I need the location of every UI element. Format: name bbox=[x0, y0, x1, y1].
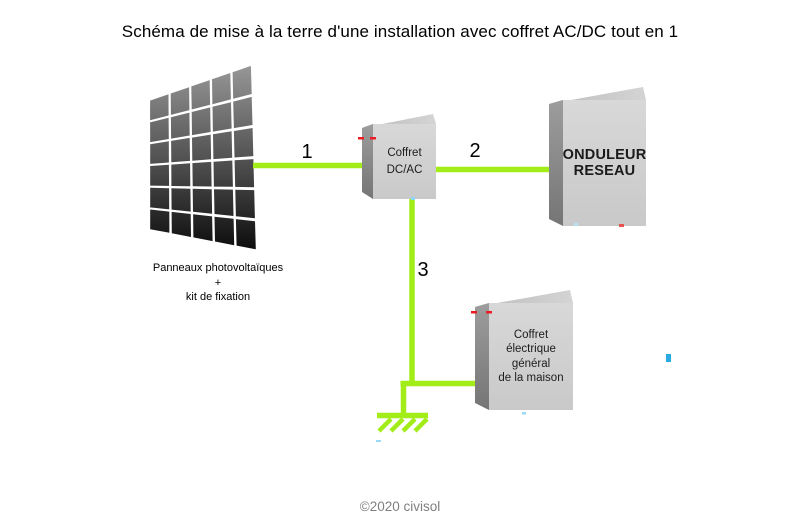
box-side-face bbox=[475, 303, 489, 410]
panel-cell bbox=[214, 189, 234, 216]
coffret-general-label-line: électrique bbox=[506, 343, 556, 355]
panel-cell bbox=[193, 214, 213, 242]
onduleur-label-line: ONDULEUR bbox=[562, 147, 647, 163]
blue-mark bbox=[666, 354, 671, 362]
wire-label-2: 2 bbox=[469, 140, 481, 162]
onduleur-reseau-box bbox=[549, 87, 646, 226]
panel-cell bbox=[235, 219, 256, 250]
coffret-general-label-line: Coffret bbox=[513, 328, 549, 341]
panel-caption-line: Panneaux photovoltaïques bbox=[152, 262, 284, 274]
ground-hatch-2 bbox=[389, 417, 405, 433]
wire-label-1: 1 bbox=[301, 141, 313, 163]
panel-cell bbox=[213, 160, 233, 187]
stray-marks bbox=[358, 137, 671, 442]
panel-cell bbox=[191, 107, 211, 136]
copyright-text: ©2020 civisol bbox=[359, 499, 441, 514]
box-top-face bbox=[362, 114, 436, 128]
panel-cell bbox=[235, 189, 255, 219]
panel-cell bbox=[170, 87, 190, 115]
blue-mark bbox=[522, 412, 526, 415]
panel-cell bbox=[212, 102, 232, 132]
ground-wires bbox=[253, 162, 553, 414]
onduleur-label-line: RESEAU bbox=[573, 163, 636, 179]
panel-cell bbox=[171, 137, 190, 163]
panel-caption-line: kit de fixation bbox=[185, 291, 251, 303]
earth-ground-symbol bbox=[377, 412, 429, 433]
red-mark bbox=[370, 137, 376, 140]
red-mark bbox=[358, 137, 364, 140]
coffret-general-label-line: de la maison bbox=[498, 372, 564, 384]
coffret-dcac-label-line: Coffret bbox=[387, 146, 422, 159]
box-top-face bbox=[549, 87, 646, 104]
panel-cell bbox=[212, 73, 231, 105]
blue-mark bbox=[574, 223, 578, 226]
panel-cell bbox=[192, 188, 213, 214]
panel-cell bbox=[150, 164, 170, 186]
panel-cell bbox=[171, 163, 191, 187]
solar-panel bbox=[150, 65, 256, 250]
coffret-general-label: Coffret électrique général de la maison bbox=[489, 303, 573, 410]
box-top-face bbox=[475, 290, 573, 307]
panel-cell bbox=[150, 117, 169, 143]
wire-label-3: 3 bbox=[417, 259, 429, 281]
panel-cell bbox=[171, 188, 191, 212]
panel-cell bbox=[150, 141, 169, 164]
box-side-face bbox=[362, 124, 373, 199]
red-mark bbox=[486, 311, 492, 314]
box-front-face bbox=[373, 124, 436, 199]
ground-hatch-3 bbox=[401, 417, 417, 433]
panel-cell bbox=[232, 65, 252, 99]
panel-cell bbox=[233, 96, 253, 129]
panel-cell bbox=[170, 112, 190, 139]
diagram-title: Schéma de mise à la terre d'une installa… bbox=[121, 22, 679, 41]
panel-cell bbox=[192, 134, 212, 161]
box-front-face bbox=[489, 303, 573, 410]
coffret-dcac-box bbox=[362, 114, 436, 199]
box-front-face bbox=[563, 100, 646, 226]
panel-cell bbox=[234, 159, 255, 188]
panel-cell bbox=[192, 161, 212, 187]
panel-cell bbox=[150, 94, 169, 121]
coffret-general-label-line: général bbox=[511, 357, 551, 370]
panel-caption: Panneaux photovoltaïques + kit de fixati… bbox=[118, 261, 318, 305]
panel-cell bbox=[171, 211, 191, 237]
box-side-face bbox=[549, 100, 563, 226]
panel-cell bbox=[150, 209, 170, 233]
onduleur-reseau-label: ONDULEUR RESEAU bbox=[562, 100, 647, 226]
panel-cell bbox=[213, 131, 233, 160]
panel-cell bbox=[214, 216, 235, 246]
red-mark bbox=[619, 224, 624, 227]
ground-hatch-4 bbox=[413, 417, 429, 433]
panel-cell bbox=[191, 80, 211, 110]
panel-cell bbox=[233, 128, 254, 158]
coffret-dcac-label-line: DC/AC bbox=[386, 163, 423, 176]
blue-mark bbox=[376, 440, 381, 442]
red-mark bbox=[471, 311, 477, 314]
coffret-dcac-label: Coffret DC/AC bbox=[373, 124, 436, 199]
panel-caption-line: + bbox=[214, 276, 222, 289]
coffret-general-box bbox=[475, 290, 573, 410]
blue-mark bbox=[411, 197, 415, 200]
panel-cell bbox=[150, 187, 170, 210]
ground-hatch-1 bbox=[377, 417, 393, 433]
